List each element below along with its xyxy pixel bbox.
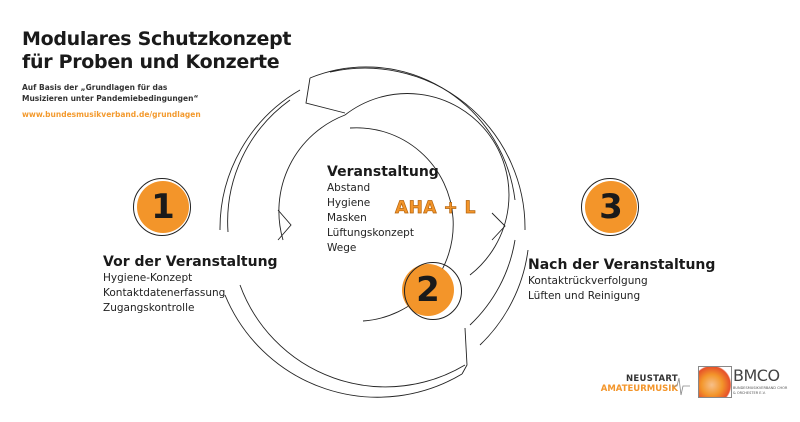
arrow-notch (461, 327, 468, 375)
source-link[interactable]: www.bundesmusikverband.de/grundlagen (22, 110, 201, 119)
bmco-logo-text: BMCO (733, 366, 780, 385)
step-during: Veranstaltung Abstand Hygiene Masken Lüf… (327, 164, 439, 254)
step-before: Vor der Veranstaltung Hygiene-Konzept Ko… (103, 254, 278, 314)
inner-ring (349, 127, 454, 322)
neustart-logo: NEUSTART AMATEURMUSIK (600, 374, 678, 394)
outer-ring-arc (239, 284, 466, 388)
outer-ring-arc (479, 249, 529, 346)
bmco-logo-mark (698, 366, 732, 398)
aha-l-badge: AHA + L (395, 198, 476, 219)
step-number-ring (581, 178, 639, 236)
page-title: Modulares Schutzkonzept für Proben und K… (22, 28, 292, 73)
step-after: Nach der Veranstaltung Kontaktrückverfol… (528, 257, 716, 302)
subtitle: Auf Basis der „Grundlagen für das Musizi… (22, 83, 199, 103)
inner-ring (344, 93, 510, 276)
outer-ring-arc (469, 239, 516, 326)
step-number-ring (133, 178, 191, 236)
step-number-ring (404, 262, 462, 320)
outer-ring-arc (219, 89, 301, 231)
outer-ring-arc (224, 294, 463, 398)
arrow-notch (277, 209, 292, 241)
arrow-notch (305, 77, 346, 114)
outer-ring-arc (227, 99, 291, 233)
outer-ring-arc (329, 67, 526, 231)
arrow-notch (491, 212, 506, 241)
inner-ring (278, 114, 346, 241)
bmco-logo-sub: BUNDESMUSIKVERBAND CHOR & ORCHESTER E.V. (733, 386, 788, 395)
